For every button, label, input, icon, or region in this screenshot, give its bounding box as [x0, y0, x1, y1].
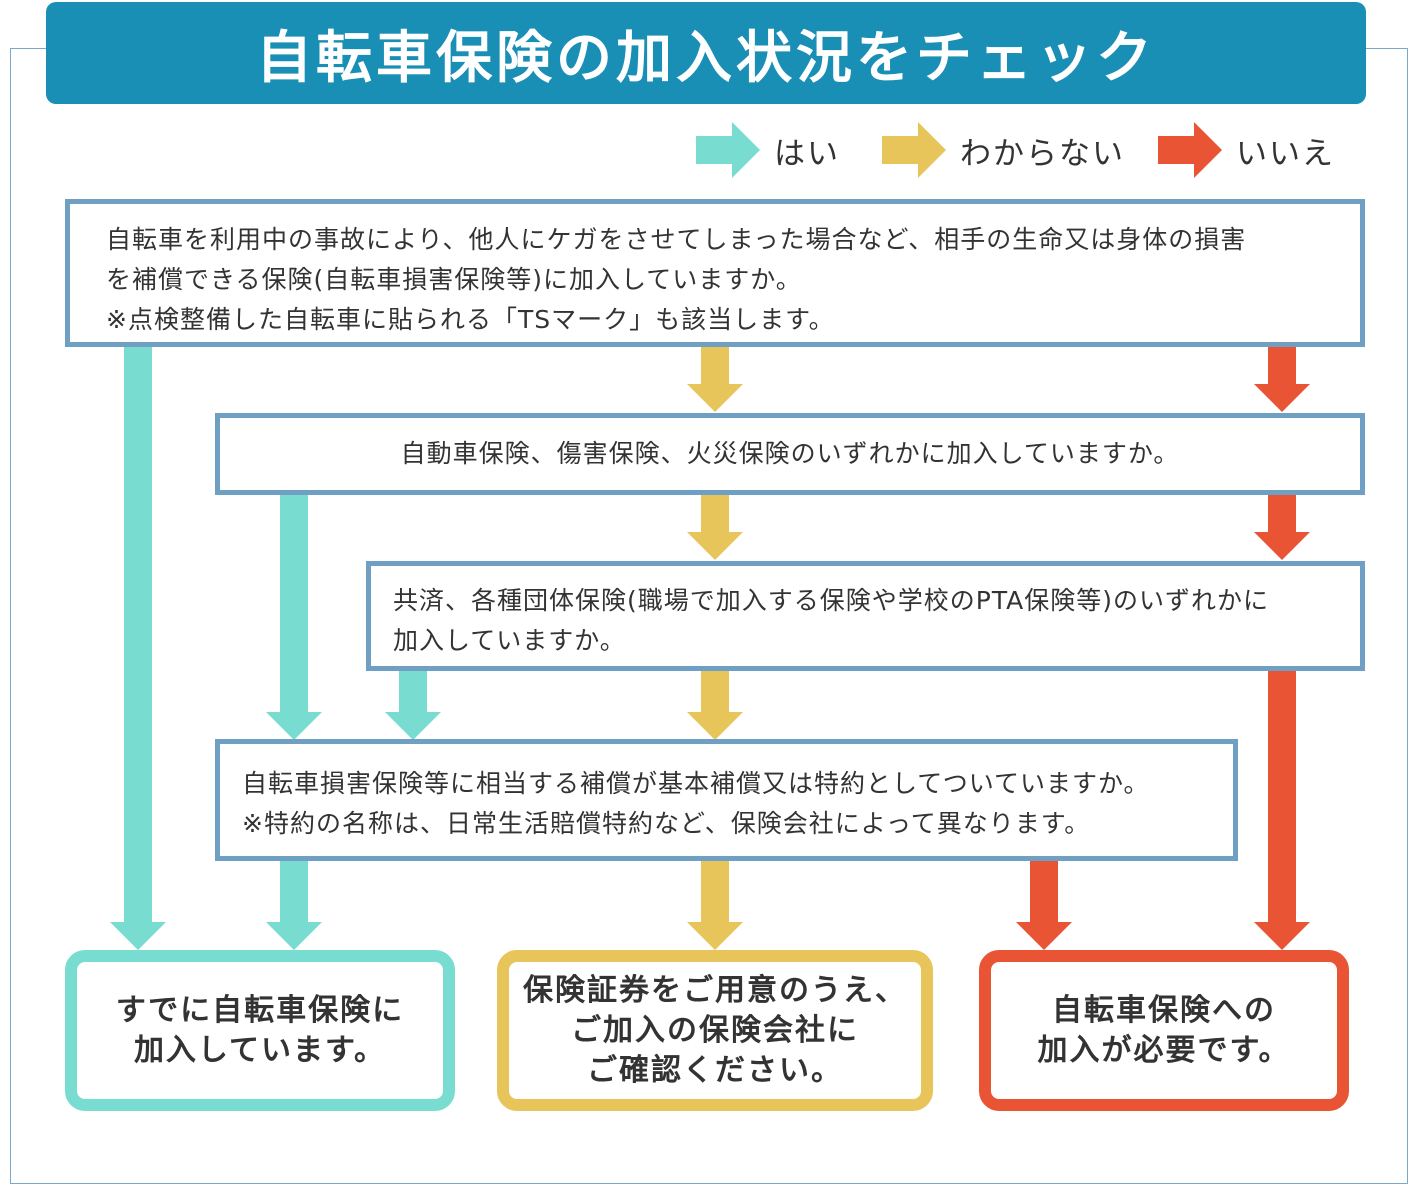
arrow-right-icon [882, 122, 946, 178]
arrow-q2-yes [266, 493, 322, 740]
arrow-q1-yes [110, 345, 166, 950]
result-unknown-text: 保険証券をご用意のうえ、 [523, 972, 907, 1008]
result-unknown-box: 保険証券をご用意のうえ、 ご加入の保険会社に ご確認ください。 [497, 950, 933, 1111]
question-1-box: 自転車を利用中の事故により、他人にケガをさせてしまった場合など、相手の生命又は身… [65, 199, 1365, 347]
result-unknown-text: ご確認ください。 [587, 1052, 843, 1088]
result-no-box: 自転車保険への 加入が必要です。 [979, 950, 1349, 1111]
arrow-q3-unknown [687, 670, 743, 740]
arrow-q4-unknown [687, 860, 743, 950]
result-yes-text: 加入しています。 [133, 1032, 387, 1068]
question-3-box: 共済、各種団体保険(職場で加入する保険や学校のPTA保険等)のいずれかに 加入し… [366, 561, 1365, 671]
legend-yes: はい [696, 120, 840, 180]
question-2-text: 自動車保険、傷害保険、火災保険のいずれかに加入していますか。 [400, 439, 1180, 468]
page-title: 自転車保険の加入状況をチェック [46, 2, 1366, 104]
arrow-right-icon [1158, 122, 1222, 178]
arrow-q4-no [1016, 860, 1072, 950]
arrow-q2-no [1254, 493, 1310, 560]
legend-unknown-label: わからない [960, 135, 1125, 172]
legend-yes-label: はい [774, 135, 840, 172]
result-no-text: 自転車保険への [1052, 992, 1276, 1028]
question-1-text: 自転車を利用中の事故により、他人にケガをさせてしまった場合など、相手の生命又は身… [106, 225, 1247, 254]
legend-no: いいえ [1158, 120, 1335, 180]
arrow-q3-yes [385, 670, 441, 740]
question-1-text: を補償できる保険(自転車損害保険等)に加入していますか。 [106, 265, 802, 294]
arrow-right-icon [696, 122, 760, 178]
question-4-note: ※特約の名称は、日常生活賠償特約など、保険会社によって異なります。 [242, 809, 1091, 838]
arrow-q2-unknown [687, 493, 743, 560]
legend-no-label: いいえ [1236, 135, 1335, 172]
question-4-box: 自転車損害保険等に相当する補償が基本補償又は特約としてついていますか。 ※特約の… [215, 739, 1238, 861]
question-3-text: 加入していますか。 [393, 626, 626, 655]
result-yes-box: すでに自転車保険に 加入しています。 [65, 950, 455, 1111]
arrow-q4-yes [266, 860, 322, 950]
question-3-text: 共済、各種団体保険(職場で加入する保険や学校のPTA保険等)のいずれかに [393, 586, 1270, 615]
question-4-text: 自転車損害保険等に相当する補償が基本補償又は特約としてついていますか。 [242, 769, 1150, 798]
question-2-box: 自動車保険、傷害保険、火災保険のいずれかに加入していますか。 [215, 413, 1365, 495]
result-yes-text: すでに自転車保険に [115, 992, 405, 1028]
arrow-q3-no [1254, 670, 1310, 950]
result-no-text: 加入が必要です。 [1037, 1032, 1291, 1068]
result-unknown-text: ご加入の保険会社に [571, 1012, 859, 1048]
legend-unknown: わからない [882, 120, 1125, 180]
question-1-note: ※点検整備した自転車に貼られる「TSマーク」も該当します。 [106, 305, 835, 334]
arrow-q1-unknown [687, 345, 743, 412]
arrow-q1-no [1254, 345, 1310, 412]
